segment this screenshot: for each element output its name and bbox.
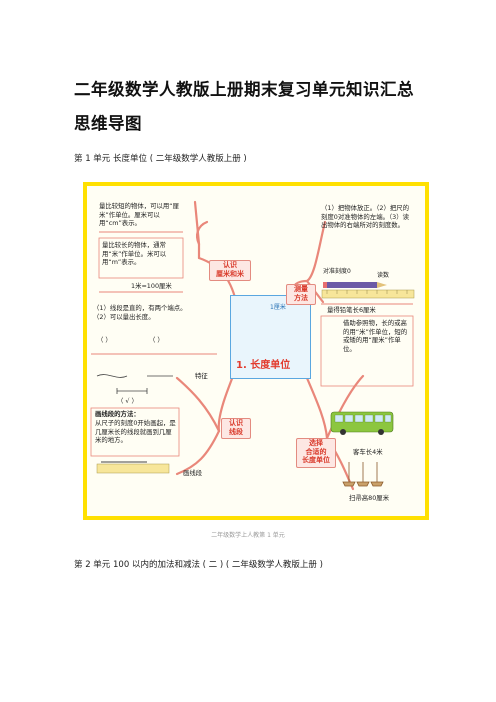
paren-check: （ √ ）	[117, 397, 138, 405]
note-m-eq: 1米=100厘米	[131, 282, 172, 290]
node-measure-method-line2: 方法	[294, 293, 308, 302]
center-node-title: 1. 长度单位	[236, 360, 291, 371]
node-choose-unit-line3: 长度单位	[302, 456, 330, 464]
center-node-box	[230, 295, 311, 379]
node-measure-method-line1: 测量	[294, 285, 308, 293]
note-pencil-length: 量得铅笔长6厘米	[327, 306, 376, 314]
label-align-zero: 对准刻度0	[323, 268, 351, 275]
mind-map-canvas: 1厘米 1. 长度单位 认识 厘米和米 测量 方法 认识 线段 选择 合适的 长…	[87, 186, 425, 516]
broom-illustration	[342, 462, 384, 487]
pencil-ruler-illustration	[321, 282, 415, 299]
node-recognize-segment-line1: 认识	[229, 419, 243, 427]
label-draw-segment: 画线段	[183, 469, 203, 477]
node-choose-unit-line1: 选择	[309, 439, 323, 447]
node-choose-unit-line2: 合适的	[305, 447, 327, 456]
draw-method-title: 画线段的方法：	[95, 410, 140, 418]
label-feature: 特征	[195, 372, 208, 380]
note-measure-steps: （1）把物体放正。（2）把尺的刻度0对准物体的左端。（3）读出物体的右端所对的刻…	[321, 204, 410, 230]
note-broom-height: 扫帚高80厘米	[349, 494, 390, 502]
center-ruler-label: 1厘米	[270, 304, 286, 311]
node-recognize-cm-m-line2: 厘米和米	[216, 269, 244, 278]
draw-method-text: 从尺子的刻度0开始画起，是几厘米长的线段就画到几厘米的地方。	[95, 419, 176, 445]
paren-left: （ ）	[97, 336, 112, 344]
document-title: 二年级数学人教版上册期末复习单元知识汇总	[74, 80, 414, 99]
node-measure-method: 测量 方法	[286, 284, 316, 305]
note-m: 量比较长的物体，通常用“米”作单位。米可以用“m”表示。	[102, 241, 167, 267]
node-recognize-cm-m: 认识 厘米和米	[209, 260, 251, 281]
label-read: 读数	[377, 272, 390, 279]
unit1-heading: 第 1 单元 长度单位 ( 二年级数学人教版上册 )	[74, 154, 247, 164]
bus-illustration	[330, 411, 394, 435]
node-choose-unit: 选择 合适的 长度单位	[296, 438, 336, 468]
document-subtitle: 思维导图	[74, 114, 142, 133]
node-recognize-segment-line2: 线段	[229, 427, 243, 436]
unit2-heading: 第 2 单元 100 以内的加法和减法 ( 二 ) ( 二年级数学人教版上册 )	[74, 560, 323, 570]
note-cm: 量比较短的物体，可以用“厘米”作单位。厘米可以用“cm”表示。	[99, 202, 179, 228]
drawing-ruler-illustration	[96, 461, 170, 474]
note-segment-features: （1）线段是直的，有两个端点。（2）可以量出长度。	[93, 304, 187, 321]
note-bus-length: 客车长4米	[353, 448, 383, 456]
segment-examples	[96, 374, 173, 394]
paren-right: （ ）	[149, 336, 164, 344]
node-recognize-cm-m-line1: 认识	[223, 261, 237, 269]
node-recognize-segment: 认识 线段	[221, 418, 251, 439]
mind-map-image: 1厘米 1. 长度单位 认识 厘米和米 测量 方法 认识 线段 选择 合适的 长…	[83, 182, 429, 520]
figure-caption: 二年级数学上人教第 1 单元	[211, 532, 285, 539]
note-choose-unit: 借助参照物，长的或高的用“米”作单位，短的或矮的用“厘米”作单位。	[343, 319, 408, 353]
